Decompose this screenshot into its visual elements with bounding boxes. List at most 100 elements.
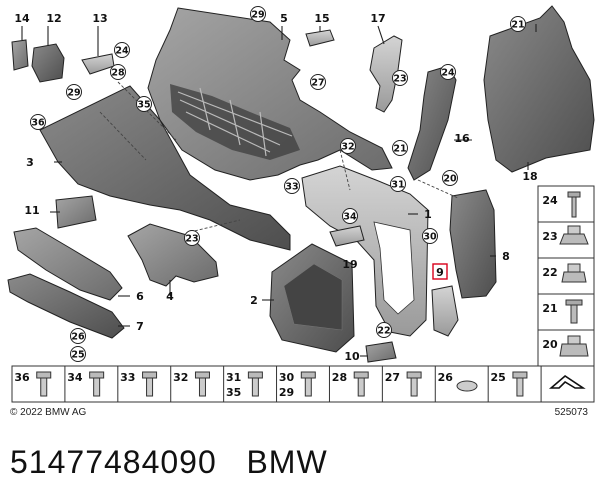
callout-1: 1 [424,208,432,221]
svg-text:23: 23 [393,74,406,85]
svg-text:30: 30 [423,232,437,243]
part-16-strip[interactable] [407,65,457,181]
circled-callout-34: 34 [342,208,358,224]
callout-15: 15 [314,12,329,25]
callout-2: 2 [250,294,258,307]
part-8-panel[interactable] [449,189,497,299]
svg-text:27: 27 [311,78,324,89]
part-14-bracket[interactable] [11,39,29,71]
part-1-opening [373,221,415,315]
side-legend-label: 22 [542,266,557,279]
screw-icon [567,191,581,218]
legend-cell-label: 30 [279,371,295,384]
callout-5: 5 [280,12,288,25]
svg-text:23: 23 [185,234,198,245]
nut-icon [559,335,589,357]
part-19-piece[interactable] [329,225,365,247]
fastener-legend-cell: 28 [328,366,369,402]
svg-text:20: 20 [443,174,457,185]
callout-9-highlight-box [432,263,448,280]
part-7-trim-strip[interactable] [7,273,125,339]
circled-callout-29: 29 [66,84,82,100]
svg-text:35: 35 [137,100,150,111]
part-2-mesh [283,263,343,331]
clip-icon [300,371,316,379]
part-number: 51477484090 [10,444,217,480]
side-legend-label: 23 [542,230,557,243]
part-number-caption: 51477484090 BMW [10,444,328,481]
svg-text:36: 36 [31,118,45,129]
callout-6: 6 [136,290,144,303]
leader-lines [21,24,537,357]
callout-10: 10 [344,350,360,363]
part-9-small-cover[interactable] [431,285,459,337]
part-12-cover[interactable] [31,43,65,83]
part-15-clip[interactable] [305,29,335,47]
callout-16: 16 [454,132,470,145]
clip-shaft-icon [410,377,418,397]
clip-icon [194,371,210,379]
side-legend-label: 20 [542,338,558,351]
part-13-clip[interactable] [81,53,115,75]
circled-callout-30: 30 [422,228,438,244]
clip-icon [353,371,369,379]
circled-callout-31: 31 [390,176,406,192]
callout-labels: 14 12 13 5 15 17 3 16 18 11 1 8 6 4 2 10… [14,12,537,363]
svg-text:34: 34 [343,212,357,223]
svg-text:31: 31 [391,180,404,191]
brand-name: BMW [246,444,328,480]
circled-callout-35: 35 [136,96,152,112]
part-10-bracket[interactable] [365,341,397,363]
callout-18: 18 [522,170,537,183]
part-11-block[interactable] [55,195,97,229]
part-4-cover[interactable] [127,223,219,287]
callout-4: 4 [166,290,174,303]
legend-cell-label: 31 [226,371,241,384]
callout-8: 8 [502,250,510,263]
side-legend-label: 24 [542,194,558,207]
clip-shaft-icon [357,377,365,397]
svg-text:25: 25 [71,350,84,361]
fastener-legend-cell: 32 [170,366,210,402]
svg-text:24: 24 [115,46,129,57]
legend-cell-label: 32 [173,371,188,384]
callout-17: 17 [370,12,385,25]
svg-text:33: 33 [285,182,298,193]
legend-cell-label: 27 [385,371,400,384]
svg-text:28: 28 [111,68,125,79]
legend-cell-label: 33 [120,371,135,384]
screw-icon [565,299,583,324]
legend-cell-label: 25 [491,371,506,384]
circled-callout-20: 20 [442,170,458,186]
part-18-side-panel[interactable] [483,5,595,173]
clip-shaft-icon [198,377,206,397]
circled-callout-26: 26 [70,328,86,344]
fastener-legend-cell: 27 [381,366,422,402]
legend-cell-label: 29 [279,386,294,399]
side-fastener-legend: 24 23 22 21 20 [537,185,595,367]
legend-cell-label: 26 [438,371,454,384]
washer-icon [456,380,478,392]
circled-callout-24: 24 [114,42,130,58]
svg-text:26: 26 [71,332,85,343]
clip-icon [247,371,263,379]
circled-callout-21: 21 [392,140,408,156]
part-3-side-trim[interactable] [39,85,291,251]
copyright-notice: © 2022 BMW AG [10,407,87,418]
clip-icon [406,371,422,379]
circled-callout-22: 22 [376,322,392,338]
part-17-bracket[interactable] [369,35,403,113]
part-6-trim-strip[interactable] [13,227,123,301]
svg-text:29: 29 [67,88,80,99]
legend-cell-label: 34 [67,371,83,384]
callout-19: 19 [342,258,357,271]
fastener-legend-cell: 25 [487,366,528,402]
callout-3: 3 [26,156,34,169]
fastener-legend-cell: 26 [434,366,478,402]
callout-13: 13 [92,12,107,25]
circled-callout-29: 29 [250,6,266,22]
direction-arrow-icon [548,374,586,389]
